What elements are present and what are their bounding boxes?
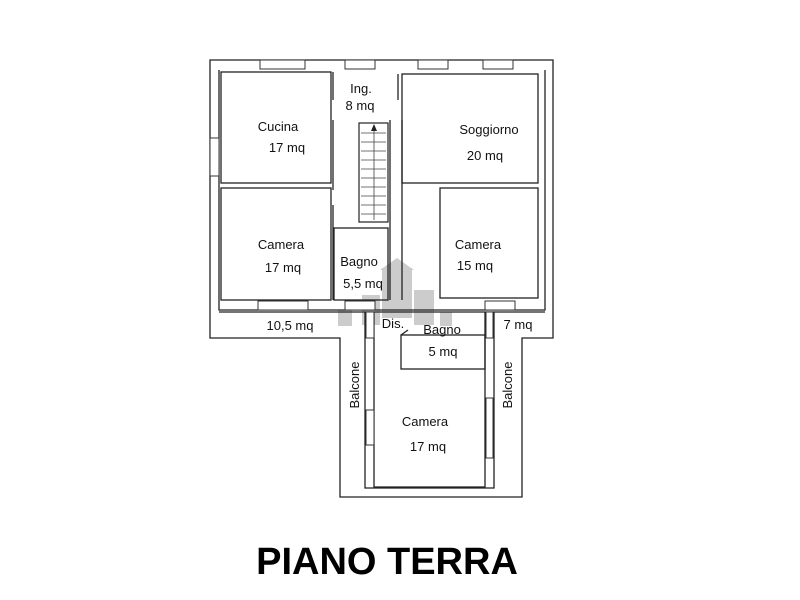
cucina-label: Cucina xyxy=(258,119,299,134)
room-camera-left xyxy=(220,187,332,301)
soggiorno-area: 20 mq xyxy=(467,148,503,163)
bagno-small-label: Bagno xyxy=(423,322,461,337)
ingresso-label: Ing. xyxy=(350,81,372,96)
bagno-main-area: 5,5 mq xyxy=(343,276,383,291)
balcone-right-label: Balcone xyxy=(500,362,515,409)
room-bagno-small xyxy=(400,334,486,370)
corridor-walls xyxy=(332,72,403,300)
room-camera-right xyxy=(439,187,539,299)
camera-bottom-label: Camera xyxy=(402,414,449,429)
staircase xyxy=(358,122,389,223)
balcone-left-label: Balcone xyxy=(347,362,362,409)
room-cucina xyxy=(220,71,332,184)
outer-wall-inner xyxy=(218,70,546,311)
disimpegno-label: Dis. xyxy=(382,316,404,331)
stairs-arrow-icon xyxy=(371,124,377,131)
outer-wall xyxy=(209,59,554,498)
room-bagno-main xyxy=(333,227,389,301)
windows xyxy=(209,59,516,459)
camera-right-area: 15 mq xyxy=(457,258,493,273)
camera-right-label: Camera xyxy=(455,237,502,252)
balcony-right-area: 7 mq xyxy=(504,317,533,332)
bagno-main-label: Bagno xyxy=(340,254,378,269)
lower-wing-inner xyxy=(364,312,495,489)
camera-bottom-area: 17 mq xyxy=(410,439,446,454)
balcony-left-area: 10,5 mq xyxy=(267,318,314,333)
plan-title: PIANO TERRA xyxy=(256,541,518,583)
bagno-door xyxy=(400,329,409,336)
bagno-small-area: 5 mq xyxy=(429,344,458,359)
camera-left-area: 17 mq xyxy=(265,260,301,275)
camera-left-label: Camera xyxy=(258,237,305,252)
cucina-area: 17 mq xyxy=(269,140,305,155)
ingresso-area: 8 mq xyxy=(346,98,375,113)
soggiorno-label: Soggiorno xyxy=(459,122,518,137)
room-soggiorno xyxy=(401,73,539,184)
